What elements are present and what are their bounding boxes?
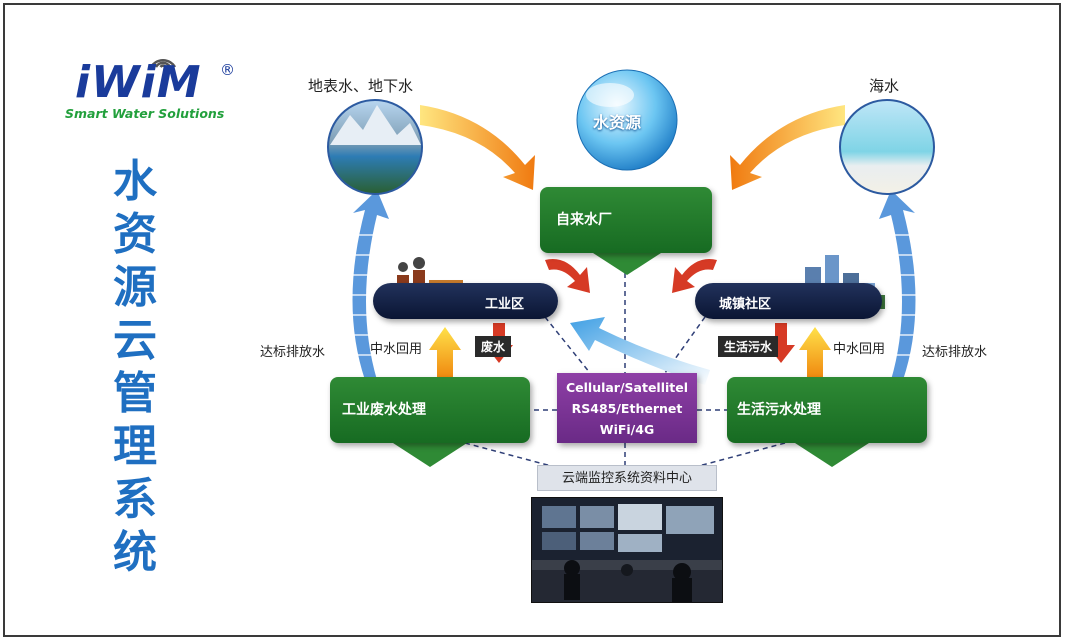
discharge-label-left: 达标排放水 — [260, 345, 326, 360]
wifi-signal-icon — [149, 58, 177, 68]
domestic-sewage-node: 生活污水处理 — [727, 377, 927, 443]
title-char: 系 — [113, 474, 157, 525]
industrial-zone-node: 工业区 — [373, 283, 558, 319]
waterworks-label: 自来水厂 — [556, 212, 612, 228]
title-char: 统 — [113, 527, 157, 578]
urban-community-label: 城镇社区 — [719, 297, 772, 312]
system-title: 水 资 源 云 管 理 系 统 — [105, 155, 165, 579]
title-char: 源 — [113, 262, 157, 313]
title-char: 云 — [113, 315, 157, 366]
control-room-photo — [531, 497, 723, 603]
urban-community-node: 城镇社区 — [695, 283, 882, 319]
industrial-wastewater-node: 工业废水处理 — [330, 377, 530, 443]
title-char: 理 — [113, 421, 157, 472]
communication-hub: Cellular/Satellitel RS485/Ethernet WiFi/… — [557, 373, 697, 443]
brand-tagline: Smart Water Solutions — [65, 106, 225, 121]
title-char: 管 — [113, 368, 157, 419]
discharge-label-right: 达标排放水 — [922, 345, 988, 360]
industrial-wastewater-label: 工业废水处理 — [342, 402, 426, 418]
sea-water-photo — [839, 99, 935, 195]
comm-line-cellular: Cellular/Satellitel — [565, 380, 689, 395]
sea-water-label: 海水 — [869, 77, 900, 95]
reclaimed-water-label-left: 中水回用 — [370, 342, 423, 357]
surface-water-photo — [327, 99, 423, 195]
domestic-sewage-label: 生活污水处理 — [737, 402, 821, 418]
registered-mark: ® — [220, 61, 235, 79]
cloud-center-label: 云端监控系统资料中心 — [537, 465, 717, 491]
waterworks-node: 自来水厂 — [540, 187, 712, 253]
wastewater-tag: 废水 — [475, 336, 512, 357]
brand-logo: iWiM — [75, 57, 202, 108]
surface-water-label: 地表水、地下水 — [308, 77, 414, 95]
title-char: 水 — [113, 156, 157, 207]
title-char: 资 — [113, 209, 157, 260]
reclaimed-water-label-right: 中水回用 — [833, 342, 886, 357]
industrial-zone-label: 工业区 — [485, 297, 525, 312]
water-resource-label: 水资源 — [593, 113, 642, 132]
comm-line-rs485: RS485/Ethernet — [571, 401, 683, 416]
comm-line-wifi: WiFi/4G — [599, 422, 655, 437]
diagram-frame: iWiM ® Smart Water Solutions 水 资 源 云 管 理… — [3, 3, 1061, 637]
domestic-sewage-tag: 生活污水 — [718, 336, 779, 357]
